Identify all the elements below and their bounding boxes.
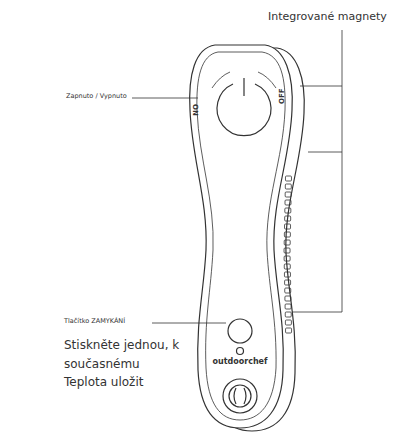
on-arrow <box>212 72 230 88</box>
power-tick <box>243 78 244 96</box>
grip-ridge <box>285 288 291 293</box>
grip-ridge <box>284 232 290 237</box>
grip-ridge <box>284 272 290 277</box>
magnet-bracket <box>292 30 342 312</box>
grip-ridge <box>284 248 290 253</box>
lock-leader <box>152 323 226 324</box>
grip-ridge <box>285 304 291 309</box>
grip-ridge <box>284 264 290 269</box>
grip-ridge <box>284 240 290 245</box>
device-rim <box>197 52 285 420</box>
grip-ridge <box>285 216 291 221</box>
grip-ridges <box>284 176 292 333</box>
grip-ridge <box>285 296 291 301</box>
grip-ridge <box>285 224 291 229</box>
switch-marking: OFF <box>278 88 286 104</box>
grip-ridge <box>285 280 291 285</box>
grip-ridge <box>285 176 291 181</box>
callout-label: Zapnuto / Vypnuto <box>66 93 127 101</box>
switch-marking: ON <box>191 104 199 116</box>
probe-socket-core <box>234 388 246 404</box>
callout-label: Integrované magnety <box>268 10 387 23</box>
grip-ridge <box>285 192 291 197</box>
lock-button <box>228 319 252 343</box>
off-arrow <box>258 72 276 88</box>
grip-ridge <box>286 328 292 333</box>
grip-ridge <box>285 312 291 317</box>
callout-label: Tlačítko ZAMYKÁNÍ <box>64 318 125 326</box>
grip-ridge <box>284 256 290 261</box>
probe-socket <box>223 379 257 413</box>
callout-note: Stiskněte jednou, k současnému Teplota u… <box>64 336 182 392</box>
grip-ridge <box>285 184 291 189</box>
grip-ridge <box>285 208 291 213</box>
indicator-led <box>237 348 244 355</box>
probe-socket-inner <box>229 385 251 407</box>
grip-ridge <box>285 200 291 205</box>
grip-ridge <box>285 320 291 325</box>
device-body <box>190 45 293 428</box>
brand-logo: outdoorchef <box>212 357 267 367</box>
power-leader <box>132 98 198 99</box>
